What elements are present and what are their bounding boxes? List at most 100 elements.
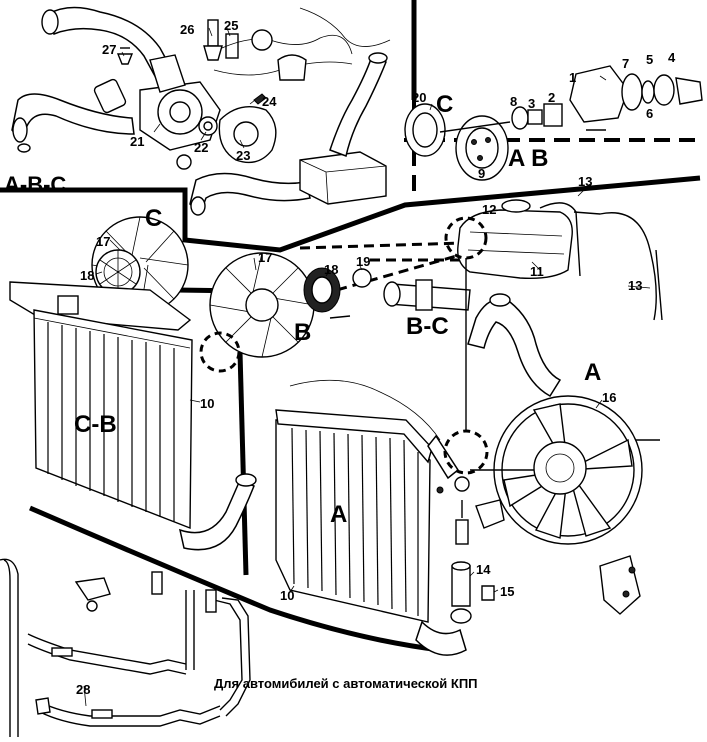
side-panel xyxy=(0,558,19,737)
rubber-grommet xyxy=(454,476,470,492)
sensor-15 xyxy=(481,585,495,601)
radiator-cb-header xyxy=(33,317,191,349)
clip-24 xyxy=(253,93,267,105)
visco-clutch-18-fins xyxy=(99,250,137,294)
visco-clutch-18-b-center xyxy=(311,276,333,304)
divider-dashed-b-c xyxy=(213,253,461,327)
thermostat-center xyxy=(169,101,191,123)
bracket-bolt-2 xyxy=(622,590,630,598)
pump-seal-22-inner xyxy=(203,121,213,131)
zone-label-a-fan: A xyxy=(584,359,601,386)
shaft-2 xyxy=(543,103,563,127)
pulley-9-inner xyxy=(465,127,499,169)
electric-fan-a-group xyxy=(470,395,643,615)
zone-label-a-radiator: A xyxy=(330,501,347,528)
zone-label-b-fan: B xyxy=(294,319,311,346)
zone-labels: A-B-C C A B C B B-C A C-B A xyxy=(4,91,601,528)
callout-10-left: 10 xyxy=(200,396,214,411)
radiator-a-fins xyxy=(291,427,419,616)
sensor-wire-1 xyxy=(221,34,353,55)
electric-fan-bracket xyxy=(599,555,641,615)
zone-label-c-fan: C xyxy=(145,205,162,232)
callout-19: 19 xyxy=(356,254,370,269)
callout-5: 5 xyxy=(646,52,653,67)
bolt-b xyxy=(329,315,351,319)
atf-line-bend-a xyxy=(213,599,243,711)
sensor-housing-14-top xyxy=(451,561,471,571)
bearing-6 xyxy=(641,80,655,104)
expansion-tank-cap xyxy=(501,199,531,213)
connector-top xyxy=(251,29,273,51)
radiator-cb-core xyxy=(33,309,193,530)
spacer-3 xyxy=(527,109,543,125)
overflow-hose-13b xyxy=(655,249,663,321)
atf-bracket xyxy=(74,577,111,601)
callout-28: 28 xyxy=(76,682,90,697)
sensor-wire-3 xyxy=(299,7,391,47)
radiator-a-group xyxy=(275,379,467,656)
pulley-9-hole-1 xyxy=(471,139,477,145)
hub-8 xyxy=(511,106,529,130)
expansion-tank xyxy=(457,209,573,280)
flange-5 xyxy=(653,74,675,106)
fan-b-hub xyxy=(245,288,279,322)
coolant-pipe-end xyxy=(383,281,401,307)
callout-15: 15 xyxy=(500,584,514,599)
sensor-group xyxy=(436,476,505,624)
heater-hose xyxy=(329,54,387,158)
automatic-transmission-caption: Для автомибилей с автоматической КПП xyxy=(214,676,478,691)
atf-line-bend-b xyxy=(221,597,251,717)
atf-line-lower-b xyxy=(39,711,221,727)
upper-hose-clamp xyxy=(41,9,59,35)
sensor-housing-14 xyxy=(451,565,471,607)
detail-circle-fan xyxy=(199,331,241,373)
radiator-cb-hose-clamp xyxy=(235,473,257,487)
radiator-cb-lower-hose xyxy=(178,479,255,551)
side-panel-inner xyxy=(3,559,11,737)
sensor-housing-14-clamp xyxy=(450,608,472,624)
pulley-9-hole-2 xyxy=(485,137,491,143)
callout-13-top: 13 xyxy=(578,174,592,189)
callout-4: 4 xyxy=(668,50,676,65)
callout-24: 24 xyxy=(262,94,277,109)
water-pump-pulley-hub xyxy=(233,121,259,147)
sensor-27 xyxy=(116,53,134,65)
zone-label-bc-pipe: B-C xyxy=(406,313,449,340)
sensor-plug xyxy=(277,54,307,81)
radiator-a-core xyxy=(275,419,431,623)
radiator-cb-filler xyxy=(57,295,79,315)
detail-markers xyxy=(199,216,489,475)
callout-18-b: 18 xyxy=(324,262,338,277)
callout-25: 25 xyxy=(224,18,238,33)
callout-20: 20 xyxy=(412,90,426,105)
fan-b-group xyxy=(209,252,372,358)
radiator-a-vent-hose xyxy=(427,434,459,480)
callout-17-c: 17 xyxy=(96,234,110,249)
zone-label-c-top: C xyxy=(436,91,453,118)
grommet-bolt xyxy=(436,486,444,494)
callout-13-right: 13 xyxy=(628,278,642,293)
pulley-assembly-group xyxy=(404,65,703,181)
radiator-a-overflow-line xyxy=(289,379,441,441)
atf-sleeve-1 xyxy=(51,647,73,657)
overflow-hose-13 xyxy=(573,211,657,321)
divider-upper-boundary xyxy=(0,175,701,253)
washer-19 xyxy=(352,268,372,288)
atf-bracket-nut xyxy=(86,600,98,612)
housing-flange xyxy=(149,54,186,93)
zone-label-cb-radiator: C-B xyxy=(74,411,117,438)
atf-line-lower-a xyxy=(39,701,221,717)
electric-fan-motor xyxy=(533,441,587,495)
leader-lines xyxy=(83,27,651,707)
callout-3: 3 xyxy=(528,96,535,111)
coolant-pipe-group xyxy=(383,279,562,397)
zone-label-abc: A-B-C xyxy=(4,172,66,197)
sensor-26 xyxy=(207,19,219,47)
detail-circle-tank xyxy=(444,216,488,260)
lower-clamp xyxy=(176,154,192,170)
electric-fan-motor-center xyxy=(545,453,575,483)
left-hose xyxy=(11,93,135,142)
pump-seal-7 xyxy=(621,73,643,111)
